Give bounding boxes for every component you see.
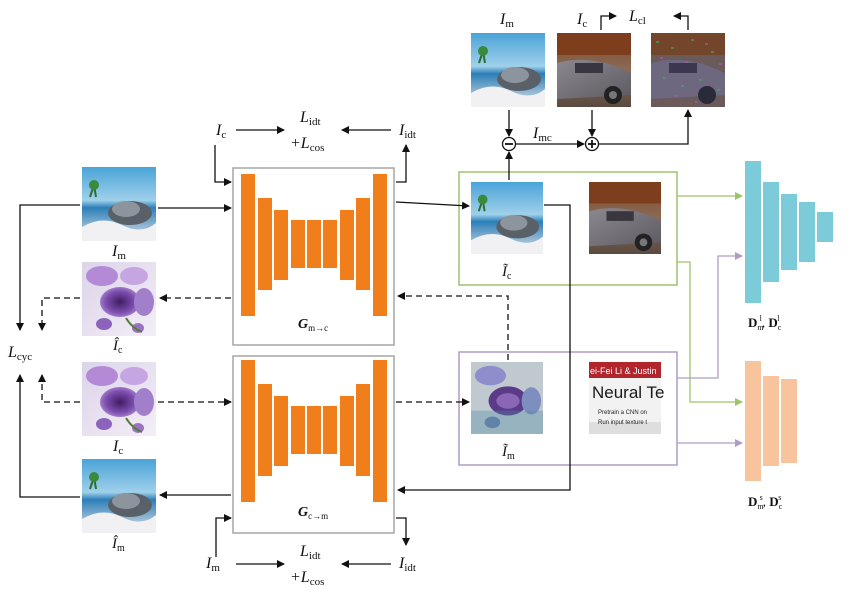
label-im-left: Im	[111, 243, 126, 262]
label-bot-im: Im	[205, 555, 220, 574]
image-ic-tilde	[471, 182, 543, 254]
discriminator-content	[745, 161, 833, 303]
label-lcyc: Lcyc	[7, 344, 32, 363]
label-disc-content: Dml, Dcl	[748, 314, 782, 332]
image-im-tilde	[471, 362, 543, 434]
label-bot-iidt: Iidt	[398, 555, 416, 574]
generator-box-top	[232, 167, 395, 346]
label-gen-top: Gm→c	[298, 317, 328, 333]
label-top-iidt: Iidt	[398, 122, 416, 141]
image-ic-top	[557, 33, 631, 107]
label-top-lcos: +Lcos	[290, 135, 324, 154]
label-bot-lidt: Lidt	[299, 543, 321, 562]
label-top-ic: Ic	[215, 122, 226, 141]
image-im-left	[82, 167, 156, 241]
label-im-tilde: Ĩm	[501, 443, 515, 462]
minus-operator	[501, 136, 517, 152]
disc-feed-arrows	[677, 192, 743, 447]
label-ic-hat-left: Îc	[112, 337, 123, 356]
label-top-lidt: Lidt	[299, 109, 321, 128]
discriminator-style	[745, 361, 797, 481]
image-slide	[589, 362, 661, 434]
label-ic-tilde: Ĩc	[501, 263, 512, 282]
label-ic-left: Ic	[112, 438, 123, 457]
arrows	[16, 12, 692, 568]
label-gen-bottom: Gc→m	[298, 505, 328, 521]
image-imc-top	[651, 33, 725, 107]
label-im-hat-left: Îm	[111, 535, 125, 554]
label-top-im: Im	[499, 11, 514, 30]
slide-title-text: Neural Te	[592, 383, 664, 402]
slide-bullet-1: Pretrain a CNN on	[598, 410, 647, 416]
label-top-ic2: Ic	[576, 11, 587, 30]
content-output-box	[458, 171, 678, 286]
image-im-top	[470, 33, 546, 107]
image-ic-left	[82, 362, 156, 436]
generator-top-bars	[241, 174, 387, 316]
label-imc: Imc	[532, 125, 552, 144]
label-disc-style: Dms, Dcs	[748, 493, 783, 511]
label-lcl: Lcl	[628, 8, 646, 27]
slide-bullet-2: Run input texture t	[598, 420, 647, 426]
dashed-arrows	[38, 292, 509, 406]
style-output-box	[458, 351, 678, 466]
image-car-real	[589, 182, 661, 254]
slide-header-text: ei-Fei Li & Justin	[590, 366, 657, 376]
generator-box-bottom	[232, 355, 395, 534]
label-bot-lcos: +Lcos	[290, 569, 324, 588]
image-ic-hat-left	[82, 262, 156, 336]
generator-bottom-bars	[241, 360, 387, 502]
plus-operator	[584, 136, 600, 152]
image-im-hat-left	[82, 459, 156, 533]
